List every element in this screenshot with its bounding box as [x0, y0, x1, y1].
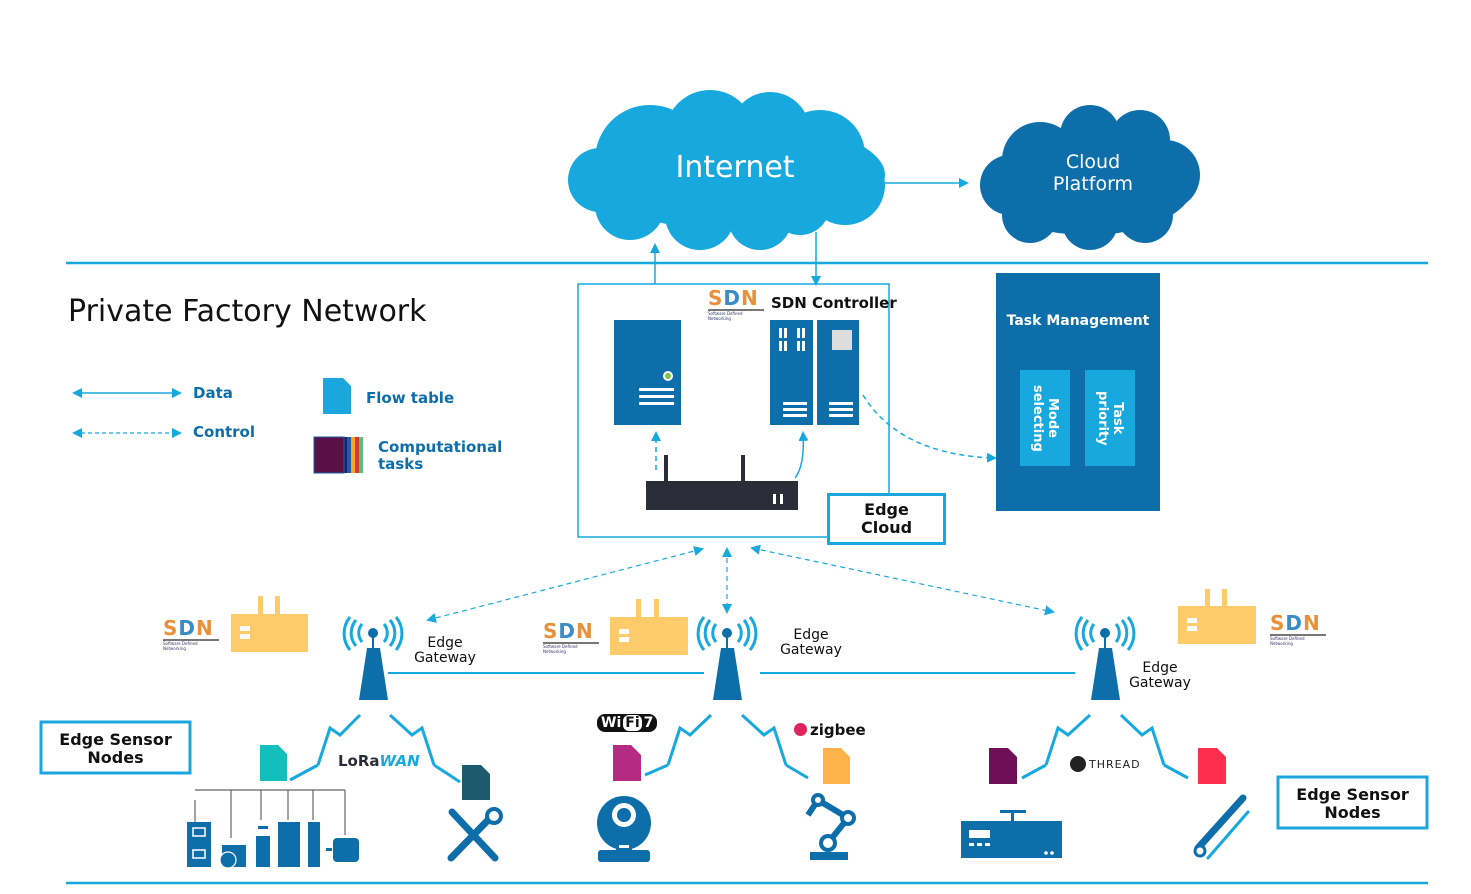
- factory-icon: [1178, 589, 1256, 644]
- legend-control-label: Control: [193, 423, 256, 441]
- sdn-logo-icon: SDN Software Defined Networking: [708, 288, 766, 321]
- flow-table-icon: [613, 745, 641, 781]
- edge-cloud-line1: Edge: [864, 500, 909, 519]
- robot-arm-icon: [805, 793, 856, 860]
- thread-icon: [1070, 756, 1086, 772]
- legend-computational-line1: Computational: [378, 438, 503, 456]
- flow-table-icon: [1198, 748, 1226, 784]
- edge-cloud-label: Edge Cloud: [827, 493, 946, 545]
- gateway-tower-icon: [342, 616, 404, 700]
- controller-device-icon: [961, 810, 1062, 858]
- mode-selecting-line1: Mode: [1045, 397, 1060, 438]
- lorawan-logo: LoRaWAN: [338, 752, 420, 770]
- controller-to-task-arrow: [862, 394, 997, 463]
- edge-cloud-line2: Cloud: [860, 518, 913, 537]
- task-management-title: Task Management: [1006, 313, 1150, 329]
- cloud-platform-line2: Platform: [1052, 173, 1134, 195]
- flow-table-icon: [260, 745, 287, 781]
- zigbee-icon: [794, 723, 807, 736]
- internet-label: Internet: [675, 150, 795, 185]
- flow-table-icon: [462, 765, 490, 800]
- wireless-link-icons: [289, 713, 1189, 784]
- sdn-controller-label: SDN Controller: [771, 294, 897, 312]
- shock-absorber-icon: [1193, 794, 1250, 860]
- internet-cloud-icon: [568, 90, 885, 250]
- edge-to-gateway1-control: [426, 546, 704, 623]
- thread-logo: THREAD: [1070, 756, 1141, 772]
- factory-icon: [610, 599, 688, 655]
- router-icon: [646, 455, 798, 510]
- mode-selecting-line2: selecting: [1030, 384, 1045, 452]
- task-priority-line1: Task: [1110, 401, 1125, 435]
- legend-computational-tasks-icon: [313, 436, 363, 474]
- server-icon: [614, 320, 681, 425]
- edge-to-gateway3-control: [750, 544, 1055, 616]
- sensor-box-right-frame: [1276, 775, 1429, 830]
- task-priority-line2: priority: [1095, 390, 1110, 446]
- page-title: Private Factory Network: [68, 294, 427, 329]
- sdn-logo-icon: SDN Software Defined Networking: [163, 618, 221, 651]
- tools-icon: [447, 807, 503, 862]
- gateway-tower-icon: [696, 616, 758, 700]
- legend-flow-table-icon: [323, 378, 351, 414]
- industrial-devices-icon: [187, 789, 359, 869]
- flow-table-icon: [989, 748, 1017, 784]
- legend-data-label: Data: [193, 384, 233, 402]
- sdn-controller-server-icon: [770, 320, 859, 425]
- legend-computational-line2: tasks: [378, 455, 424, 473]
- flow-table-icon: [823, 748, 850, 784]
- legend-flow-table-label: Flow table: [366, 389, 455, 407]
- edge-cloud-frame: [577, 283, 890, 538]
- zigbee-logo: zigbee: [794, 721, 866, 739]
- legend-computational-label: Computational tasks: [378, 439, 502, 473]
- cloud-platform-icon: [980, 105, 1200, 250]
- cloud-platform-line1: Cloud: [1065, 151, 1121, 173]
- cloud-platform-label: Cloud Platform: [1033, 151, 1153, 195]
- gateway-tower-icon: [1074, 616, 1136, 700]
- camera-icon: [597, 796, 651, 862]
- sensor-box-left-frame: [39, 720, 192, 775]
- sdn-logo-icon: SDN Software Defined Networking: [1270, 613, 1328, 646]
- sdn-logo-icon: SDN Software Defined Networking: [543, 621, 601, 654]
- factory-icon: [231, 596, 308, 652]
- router-to-controller-arrow: [794, 431, 809, 479]
